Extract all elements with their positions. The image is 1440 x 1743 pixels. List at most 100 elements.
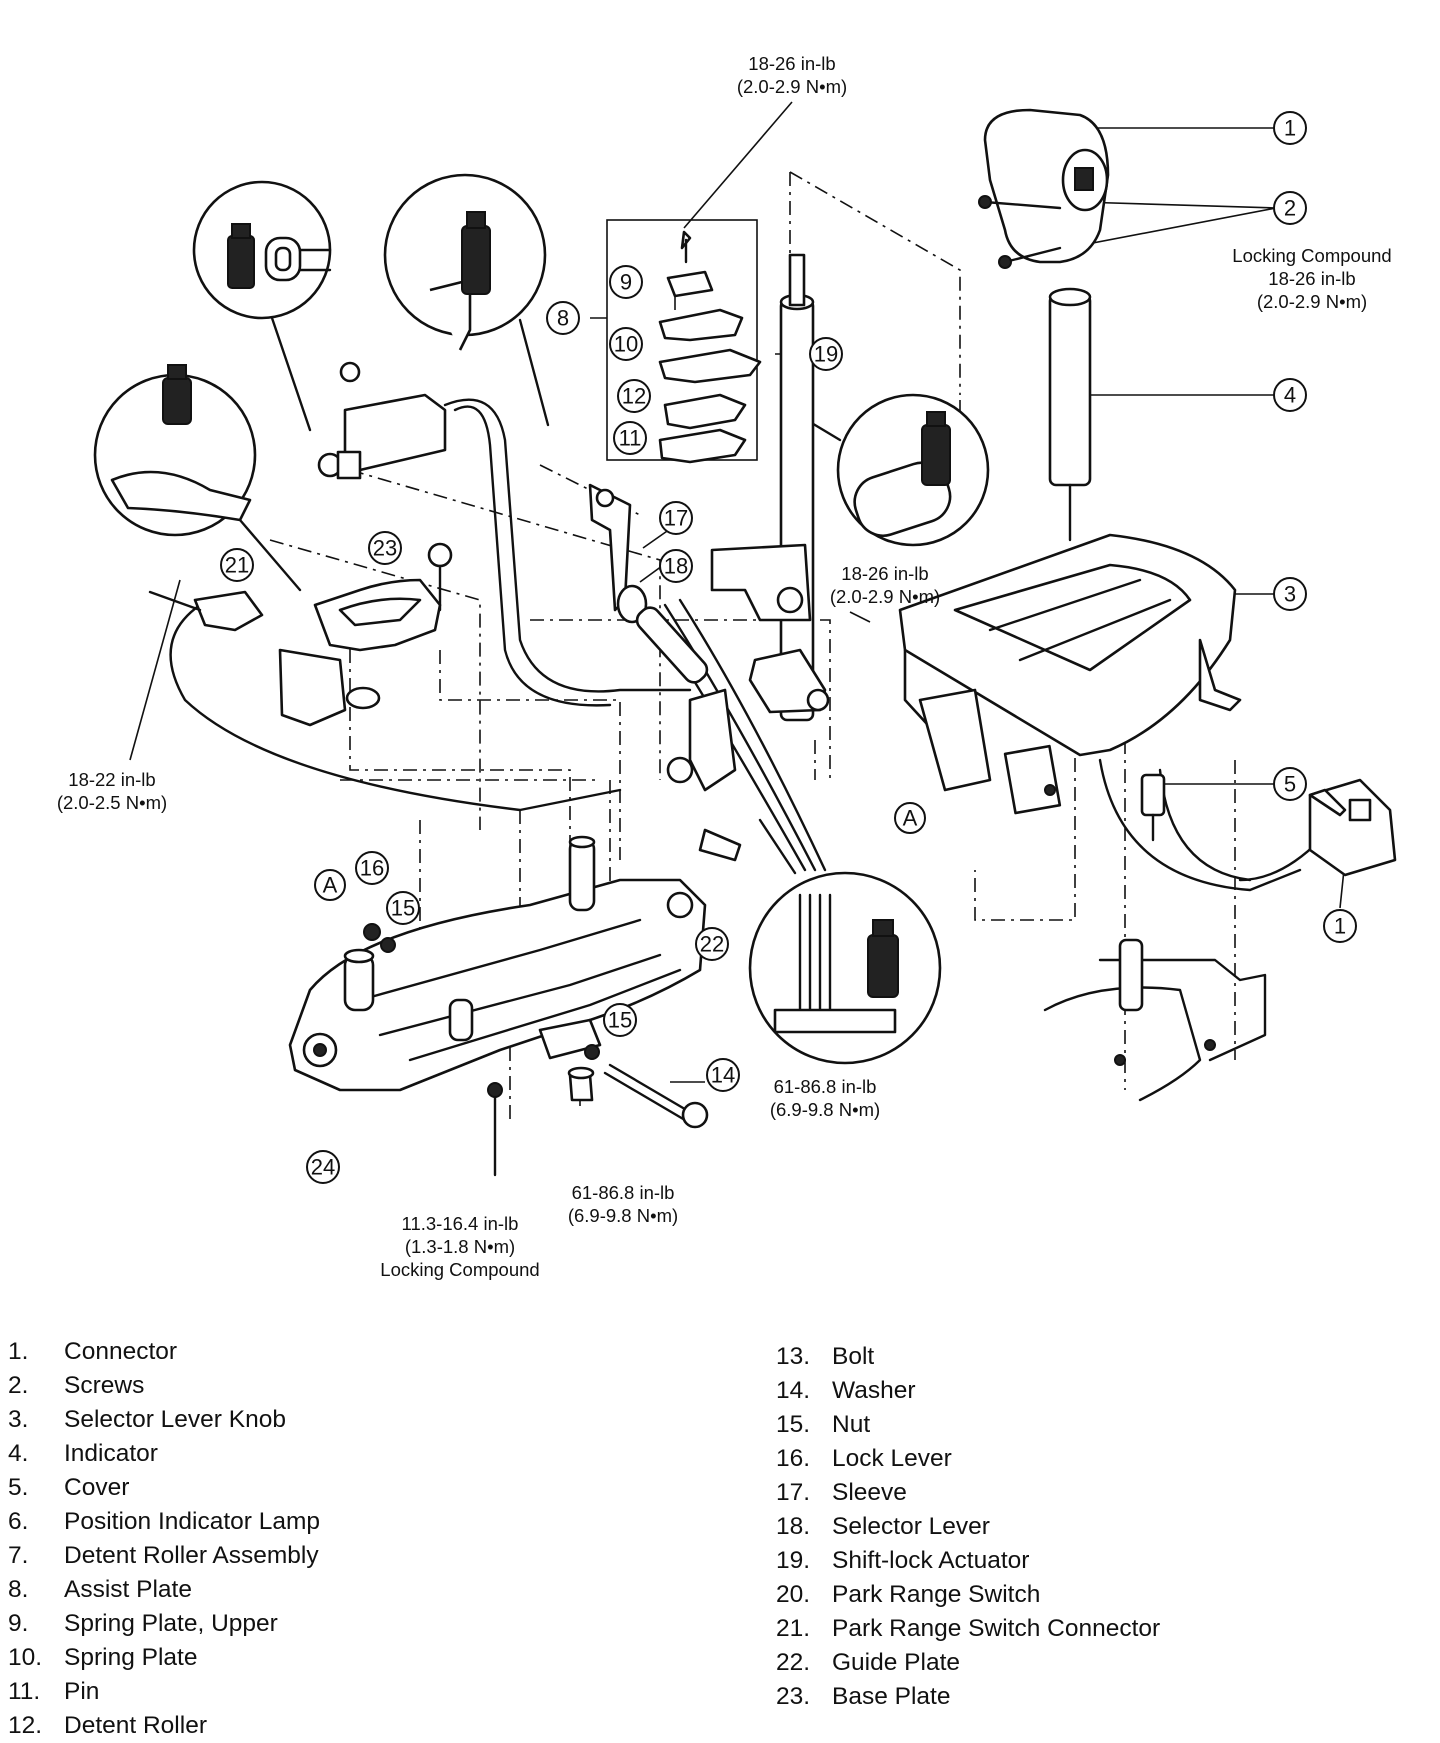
legend-item: 6.Position Indicator Lamp: [8, 1505, 320, 1539]
detail-circle-3: [93, 364, 302, 592]
selector-lever: [635, 606, 709, 684]
legend-label: Spring Plate, Upper: [64, 1610, 278, 1637]
callout-17: 17: [659, 501, 693, 535]
svg-text:1: 1: [1334, 914, 1346, 939]
park-range-switch: [148, 590, 264, 632]
svg-text:3: 3: [1284, 582, 1296, 607]
legend-label: Nut: [832, 1411, 871, 1438]
legend-number: 12.: [8, 1712, 43, 1739]
svg-text:18-26 in-lb: 18-26 in-lb: [748, 53, 835, 74]
callout-15-upper: 15: [386, 891, 420, 925]
legend-label: Guide Plate: [832, 1649, 961, 1676]
torque-spec-top: 18-26 in-lb (2.0-2.9 N•m): [737, 53, 847, 97]
callout-9: 9: [609, 265, 643, 299]
svg-text:(6.9-9.8 N•m): (6.9-9.8 N•m): [568, 1205, 678, 1226]
sleeve: [588, 483, 648, 624]
legend-number: 17.: [776, 1479, 811, 1506]
torque-spec-bolt-left: 11.3-16.4 in-lb (1.3-1.8 N•m) Locking Co…: [380, 1213, 539, 1280]
callout-15-lower: 15: [603, 1003, 637, 1037]
callout-11: 11: [613, 421, 647, 455]
svg-text:15: 15: [391, 896, 415, 921]
shift-lock-actuator: [710, 253, 830, 722]
callout-23: 23: [368, 531, 402, 565]
legend-number: 2.: [8, 1372, 29, 1399]
solenoid-unit: [317, 361, 447, 480]
svg-text:18-26 in-lb: 18-26 in-lb: [1268, 268, 1355, 289]
legend-number: 4.: [8, 1440, 29, 1467]
legend-number: 5.: [8, 1474, 29, 1501]
legend-label: Position Indicator Lamp: [64, 1508, 321, 1535]
legend-number: 21.: [776, 1615, 811, 1642]
legend-item: 13.Bolt: [776, 1340, 1160, 1374]
svg-text:2: 2: [1284, 196, 1296, 221]
svg-text:61-86.8 in-lb: 61-86.8 in-lb: [572, 1182, 675, 1203]
svg-text:18: 18: [664, 554, 688, 579]
callout-12: 12: [617, 379, 651, 413]
svg-text:Locking Compound: Locking Compound: [1232, 245, 1391, 266]
legend-label: Connector: [64, 1338, 178, 1365]
connector-part: [1308, 778, 1397, 877]
svg-text:17: 17: [664, 506, 688, 531]
legend-number: 14.: [776, 1377, 811, 1404]
legend-number: 15.: [776, 1411, 811, 1438]
legend-label: Spring Plate: [64, 1644, 198, 1671]
svg-text:(2.0-2.5 N•m): (2.0-2.5 N•m): [57, 792, 167, 813]
legend-number: 19.: [776, 1547, 811, 1574]
callout-2: 2: [1273, 191, 1307, 225]
svg-text:A: A: [903, 806, 918, 831]
svg-text:(2.0-2.9 N•m): (2.0-2.9 N•m): [830, 586, 940, 607]
legend-label: Lock Lever: [832, 1445, 952, 1472]
legend-item: 21. Park Range Switch Connector: [776, 1612, 1160, 1646]
detail-magnifier-circles: [93, 173, 990, 1065]
svg-text:22: 22: [700, 932, 724, 957]
selector-lever-knob: [983, 108, 1110, 264]
svg-text:5: 5: [1284, 772, 1296, 797]
svg-text:16: 16: [360, 856, 384, 881]
base-plate: [278, 542, 453, 727]
svg-text:1: 1: [1284, 116, 1296, 141]
legend-label: Assist Plate: [64, 1576, 192, 1603]
callout-A-lower: A: [314, 869, 346, 901]
legend-item: 22.Guide Plate: [776, 1646, 1160, 1680]
callout-4: 3: [1273, 577, 1307, 611]
legend-label: Detent Roller: [64, 1712, 207, 1739]
legend-item: 19.Shift-lock Actuator: [776, 1544, 1160, 1578]
callout-22: 22: [695, 927, 729, 961]
legend-item: 5. Cover: [8, 1471, 320, 1505]
exploded-view-diagram: 1 2 4 3 5 1 8 9 10 12 11 19 17 18 21 23 …: [57, 53, 1397, 1280]
legend-number: 23.: [776, 1683, 811, 1710]
legend-item: 7.Detent Roller Assembly: [8, 1539, 320, 1573]
legend-number: 11.: [8, 1678, 41, 1705]
svg-text:19: 19: [814, 342, 838, 367]
legend-number: 20.: [776, 1581, 811, 1608]
legend-item: 12. Detent Roller: [8, 1709, 320, 1743]
callout-19: 19: [809, 337, 843, 371]
svg-text:11.3-16.4 in-lb: 11.3-16.4 in-lb: [402, 1213, 519, 1234]
svg-text:24: 24: [311, 1155, 335, 1180]
detail-circle-4: [788, 393, 990, 547]
legend-item: 3.Selector Lever Knob: [8, 1403, 320, 1437]
callout-18: 18: [659, 549, 693, 583]
legend-number: 10.: [8, 1644, 43, 1671]
callout-8: 8: [546, 301, 580, 335]
floor-bracket: [1043, 938, 1267, 1102]
callout-14: 14: [706, 1058, 740, 1092]
callout-A-upper: A: [894, 802, 926, 834]
torque-spec-knob: Locking Compound 18-26 in-lb (2.0-2.9 N•…: [1232, 245, 1391, 312]
legend-label: Cover: [64, 1474, 130, 1501]
legend-label: Park Range Switch Connector: [832, 1615, 1161, 1642]
legend-label: Bolt: [832, 1343, 875, 1370]
position-indicator-lamp: [1140, 773, 1166, 842]
detail-circle-1: [192, 180, 332, 432]
svg-text:10: 10: [614, 332, 638, 357]
svg-text:4: 4: [1284, 383, 1296, 408]
legend-item: 17.Sleeve: [776, 1476, 1160, 1510]
parts: [148, 108, 1397, 1177]
svg-text:A: A: [323, 873, 338, 898]
legend-item: 14.Washer: [776, 1374, 1160, 1408]
legend-item: 2.Screws: [8, 1369, 320, 1403]
legend-item: 20.Park Range Switch: [776, 1578, 1160, 1612]
legend-number: 8.: [8, 1576, 29, 1603]
